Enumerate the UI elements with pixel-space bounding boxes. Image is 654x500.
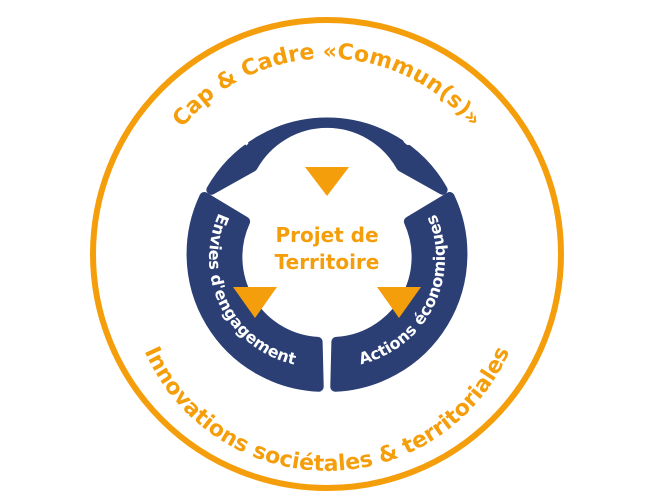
arrow-down-top [305, 167, 349, 196]
center-title-line2: Territoire [274, 250, 380, 274]
arrow-down-right [377, 287, 421, 318]
outer-ring [90, 17, 564, 491]
outer-bottom-label: Innovations sociétales & territoriales [139, 343, 515, 477]
segment-left [186, 192, 324, 392]
arrow-down-left [233, 287, 277, 318]
segment-top [206, 117, 448, 195]
center-title-line1: Projet de [275, 223, 379, 247]
center-title: Projet de Territoire [227, 222, 427, 276]
segment-right [330, 192, 468, 392]
